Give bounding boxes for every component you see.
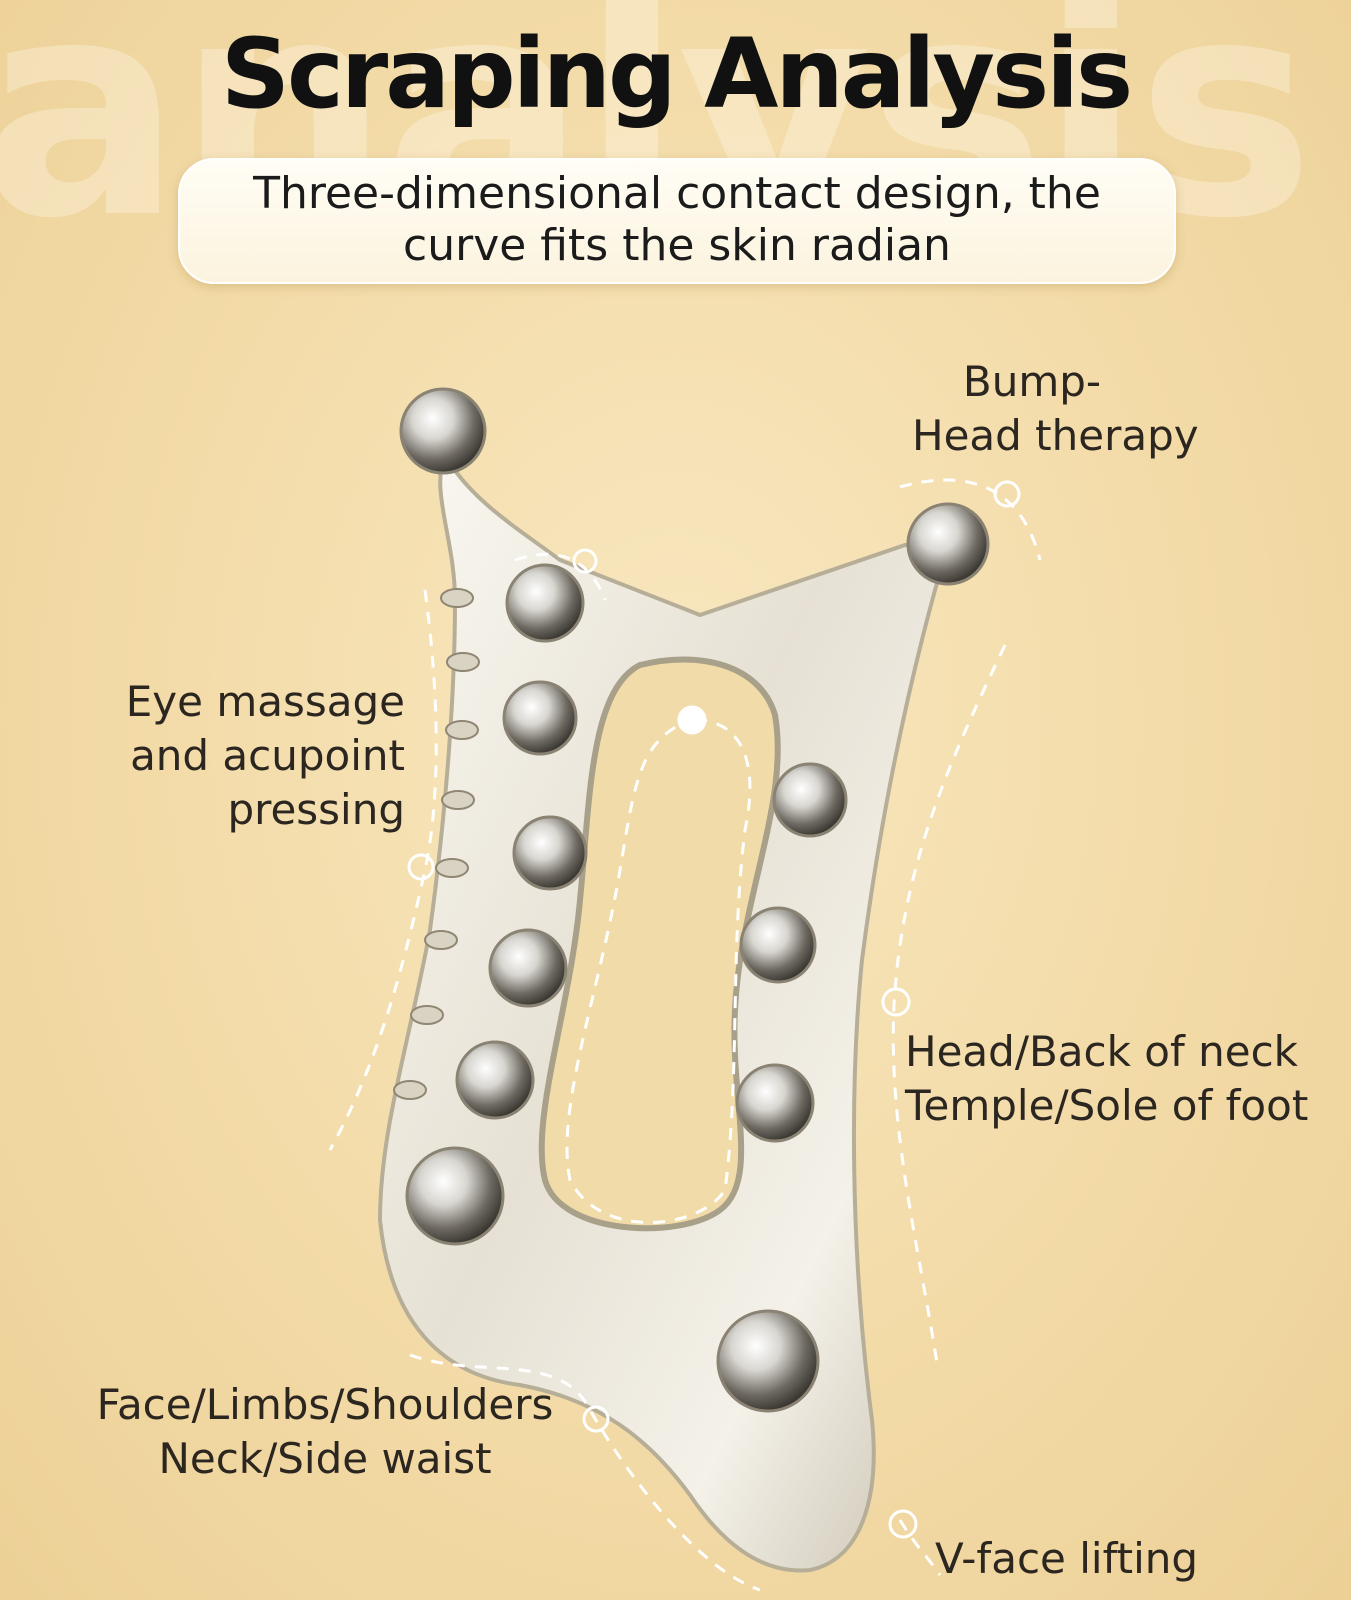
label-eye-line-1: Eye massage: [125, 677, 405, 726]
label-bump-head: Bump- Head therapy: [912, 355, 1199, 463]
label-bump-head-line-1: Bump-: [962, 357, 1102, 406]
label-eye-line-3: pressing: [227, 785, 405, 834]
label-eye-massage: Eye massage and acupoint pressing: [95, 675, 405, 837]
tool-opening: [538, 656, 781, 1232]
label-eye-line-2: and acupoint: [130, 731, 405, 780]
massage-beads: [399, 387, 990, 1413]
label-face-limbs: Face/Limbs/Shoulders Neck/Side waist: [95, 1378, 555, 1486]
label-head-line-2: Temple/Sole of foot: [905, 1081, 1309, 1130]
label-face-line-1: Face/Limbs/Shoulders: [96, 1380, 554, 1429]
guide-dots: [407, 480, 1021, 1539]
subtitle-text: Three-dimensional contact design, the cu…: [180, 168, 1174, 272]
label-v-face: V-face lifting: [935, 1534, 1199, 1583]
label-head-line-1: Head/Back of neck: [905, 1027, 1298, 1076]
comb-teeth: [393, 588, 480, 1100]
subtitle-line-2: curve fits the skin radian: [403, 220, 951, 271]
label-face-line-2: Neck/Side waist: [158, 1434, 492, 1483]
subtitle-line-1: Three-dimensional contact design, the: [253, 168, 1101, 219]
label-head-neck: Head/Back of neck Temple/Sole of foot: [905, 1025, 1308, 1133]
page-title: Scraping Analysis: [220, 18, 1133, 130]
subtitle-banner: Three-dimensional contact design, the cu…: [178, 158, 1176, 284]
label-bump-head-line-2: Head therapy: [912, 411, 1199, 460]
guide-lines: [328, 478, 1042, 1592]
